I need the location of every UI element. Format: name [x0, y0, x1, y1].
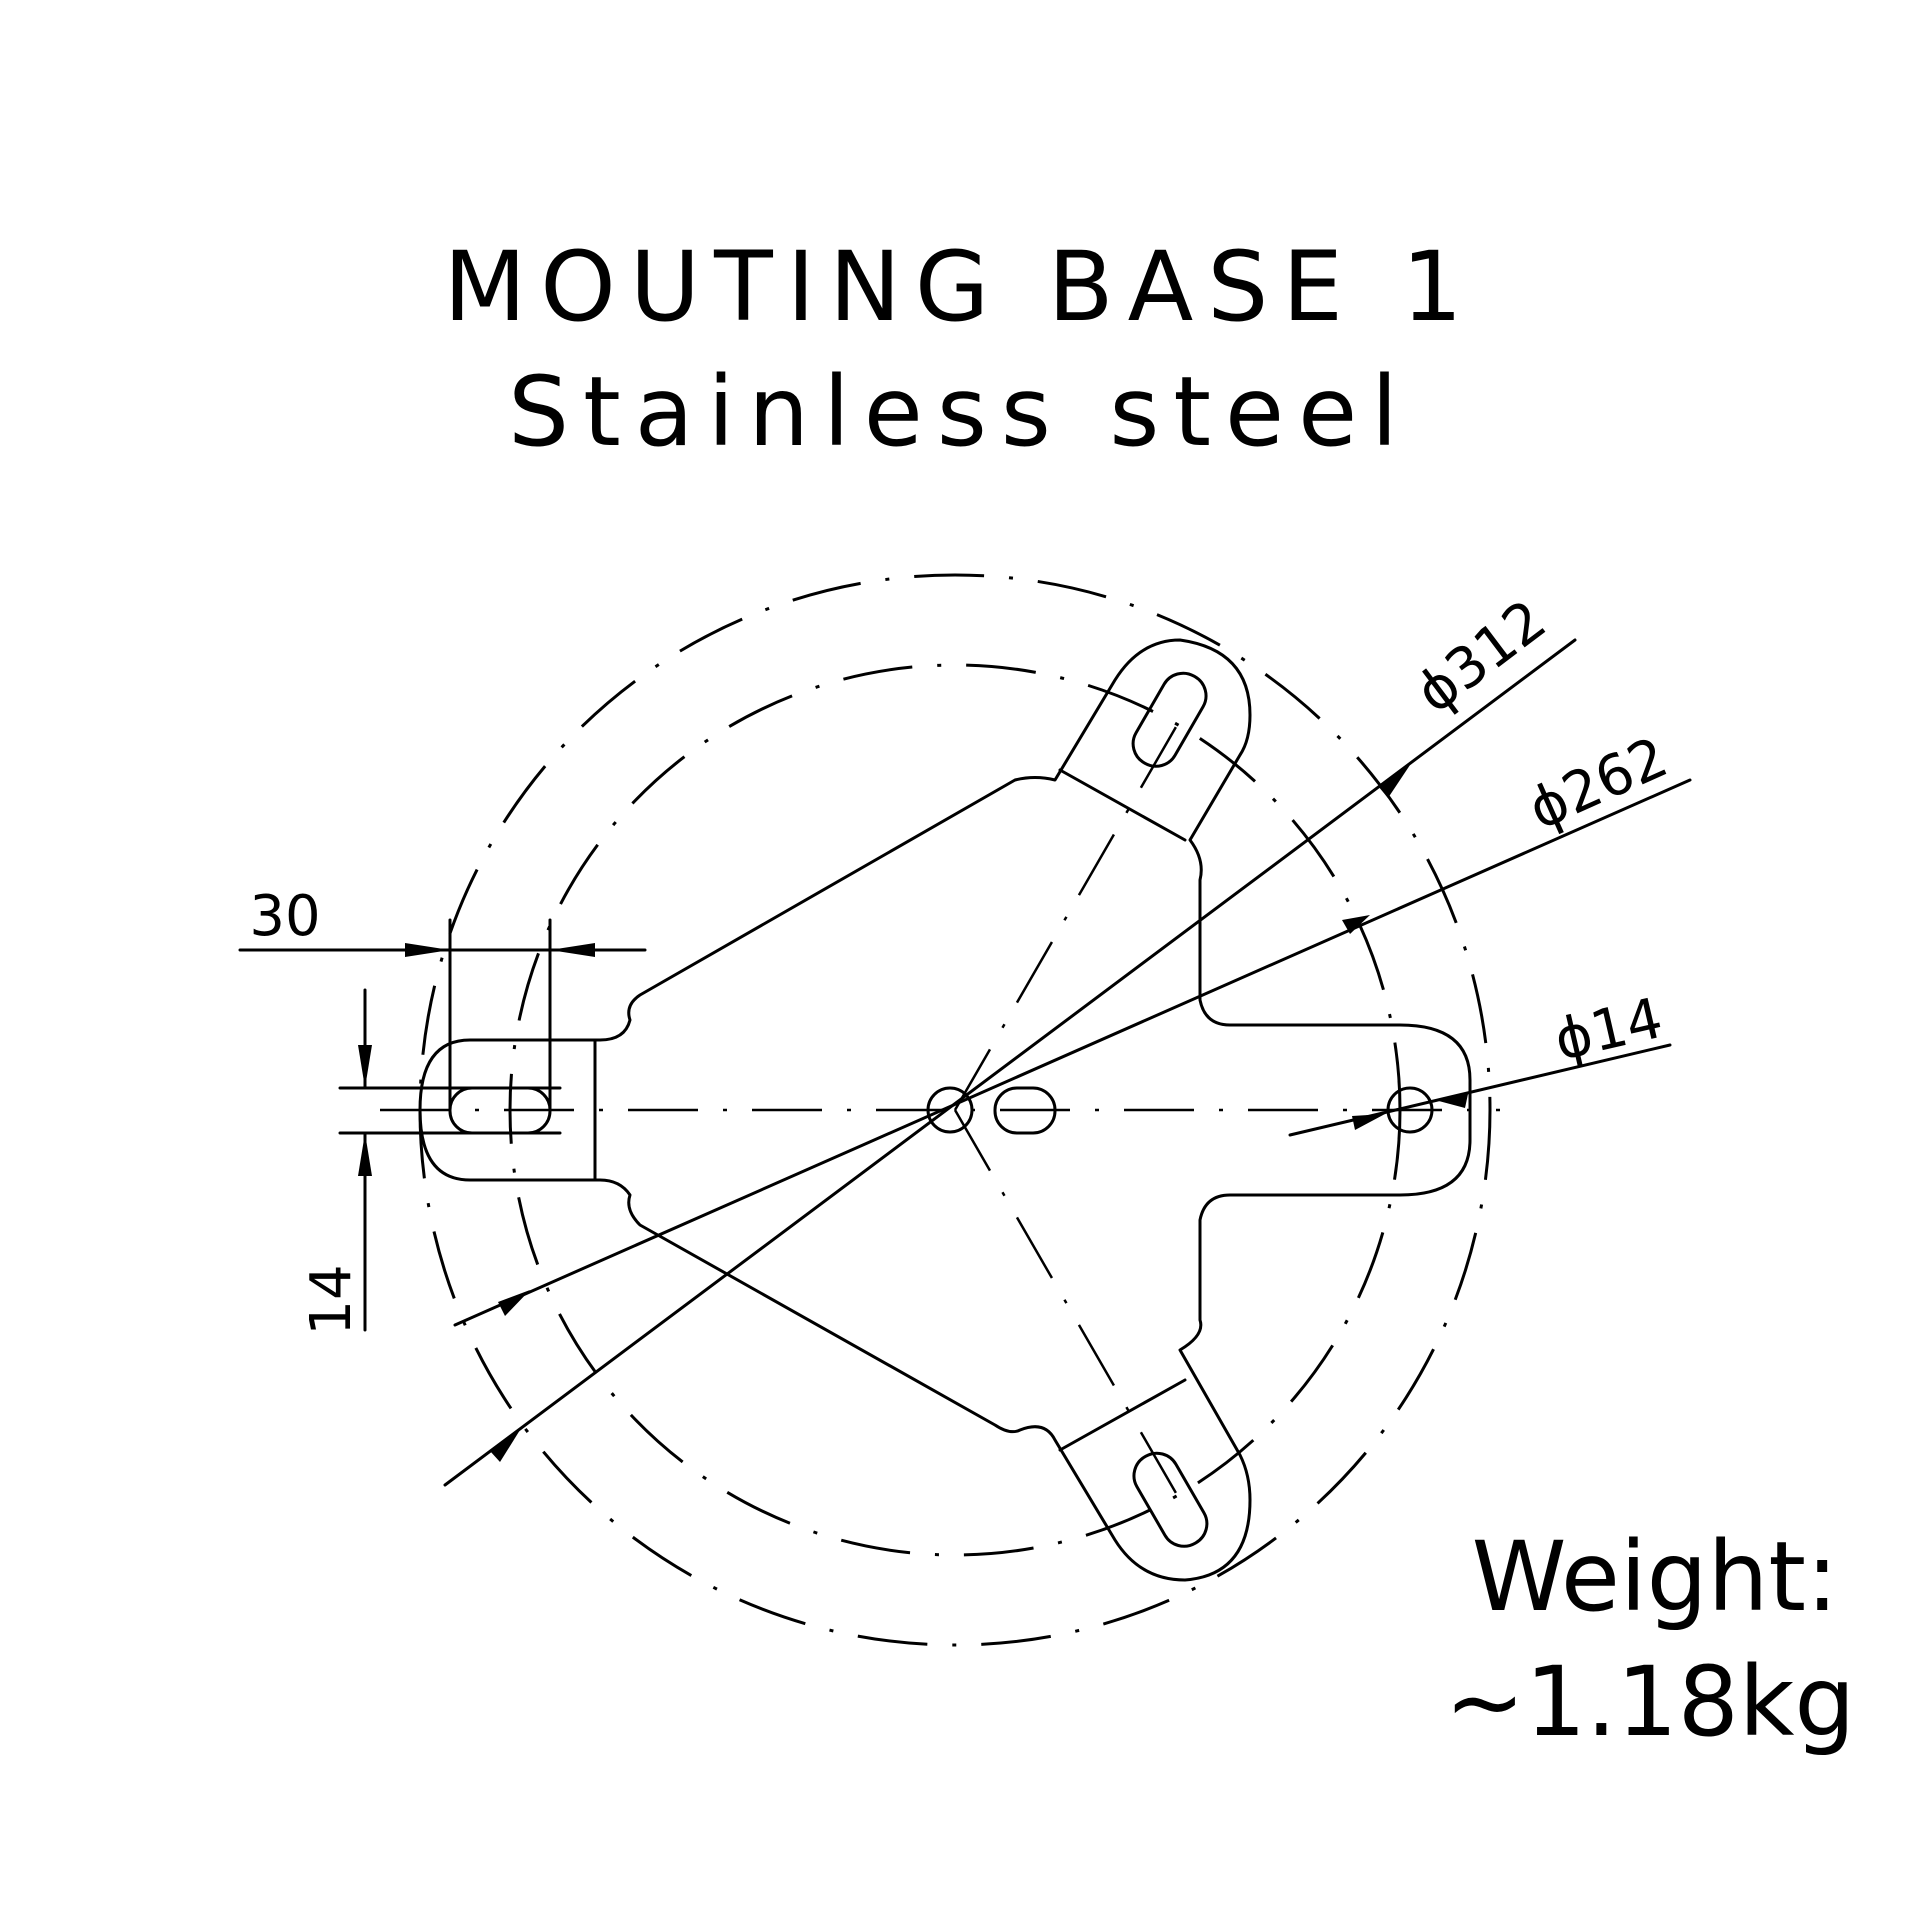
center-hole [926, 1086, 974, 1134]
inner-diameter-label: ϕ262 [1519, 725, 1677, 843]
upper-tab-line [1058, 768, 1187, 842]
right-hole [1386, 1086, 1434, 1134]
center-slot [993, 1086, 1057, 1135]
slot-width-arrow-right [550, 943, 595, 957]
lower-slot [1132, 1451, 1209, 1548]
hole-arrow-right [1435, 1094, 1468, 1108]
inner-arrow-start [498, 1290, 530, 1316]
material-label: Stainless steel [508, 356, 1412, 468]
slot-height-label: 14 [299, 1264, 364, 1335]
outer-arrow-end [1378, 765, 1410, 798]
outer-diameter-leader [443, 638, 1577, 1487]
upper-arm-center-line [953, 719, 1182, 1111]
inner-arrow-end [1342, 915, 1370, 934]
plate-outline [418, 638, 1472, 1582]
weight-value: ~1.18kg [1445, 1646, 1856, 1758]
upper-slot [1131, 671, 1208, 768]
hole-diameter-label: ϕ14 [1549, 986, 1669, 1074]
weight-label: Weight: [1472, 1521, 1839, 1633]
inner-diameter-leader [453, 778, 1692, 1327]
slot-width-label: 30 [249, 884, 320, 949]
outer-diameter-label: ϕ312 [1404, 588, 1558, 726]
slot-width-arrow-left [405, 943, 450, 957]
drawing-title: MOUTING BASE 1 [443, 231, 1476, 343]
slot-height-arrow-top [358, 1045, 372, 1088]
lower-arm-center-line [953, 1109, 1182, 1501]
outer-arrow-start [490, 1430, 520, 1462]
hole-arrow-left [1352, 1114, 1385, 1130]
slot-height-arrow-bottom [358, 1133, 372, 1176]
lower-tab-line [1058, 1378, 1187, 1452]
